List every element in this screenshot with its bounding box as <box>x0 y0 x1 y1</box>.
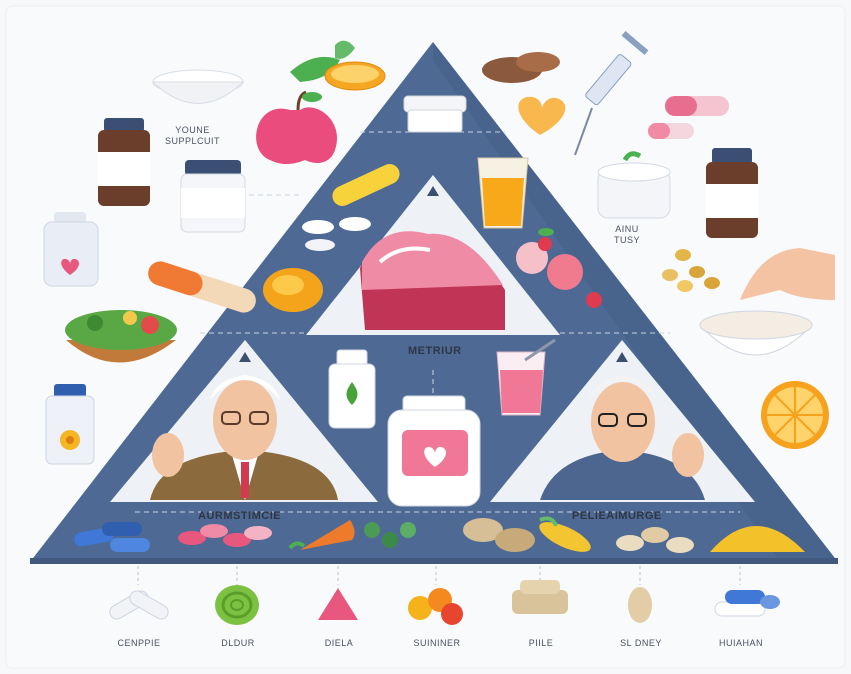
bottom-label: PIILE <box>528 638 554 648</box>
supplement-jar-icon <box>328 349 376 429</box>
grain-pile-icon <box>710 526 805 552</box>
pill-pile-icon <box>364 522 416 548</box>
bowl-icon <box>151 69 245 104</box>
apple-icon <box>516 228 602 308</box>
syringe-icon <box>574 31 649 156</box>
bottom-label: CENPPIE <box>117 638 161 648</box>
crackers-icon <box>512 580 568 614</box>
pyramid-base <box>30 558 838 564</box>
bottom-label: SUININER <box>413 638 461 648</box>
nuts-icon <box>616 527 694 553</box>
pink-triangle-icon <box>318 588 358 620</box>
nuts-icon <box>662 249 720 292</box>
carrot-icon <box>288 520 355 550</box>
apple-icon <box>256 90 337 165</box>
elderly-man-icon <box>540 376 705 500</box>
supplement-jar-icon <box>43 212 99 287</box>
mango-icon <box>263 268 323 312</box>
bottom-label: SL DNEY <box>620 638 662 648</box>
side-note: AINU TUSY <box>614 224 641 245</box>
pill-pile-icon <box>302 217 371 251</box>
juice-glass-icon <box>496 338 556 416</box>
supplement-jar-icon <box>597 151 671 219</box>
heart-icon <box>518 96 566 135</box>
marker-icon <box>239 352 251 362</box>
supplement-jar-icon <box>403 95 467 133</box>
meat-steak-icon <box>360 231 505 330</box>
marker-icon <box>427 186 439 196</box>
cookie-icon <box>482 52 560 83</box>
nuts-icon <box>463 518 535 552</box>
seed-icon <box>628 587 652 623</box>
section-title-left: AURMSTIMCIE <box>198 510 282 522</box>
marker-icon <box>616 352 628 362</box>
supplement-jar-icon <box>45 384 95 465</box>
section-title-right: PELIEAIMURGE <box>572 510 662 522</box>
supplement-jar-icon <box>98 118 150 206</box>
pill-pile-icon <box>109 590 169 620</box>
salad-bowl-icon <box>65 310 177 363</box>
bottom-label: DLDUR <box>221 638 255 648</box>
orange-slice-icon <box>290 40 386 91</box>
pill-pile-icon <box>714 590 780 617</box>
supplement-jar-icon <box>180 160 246 233</box>
corn-icon <box>539 516 591 552</box>
supplement-note: YOUNE SUPPLCUIT <box>165 125 221 146</box>
capsule-icon <box>148 261 256 313</box>
juice-glass-icon <box>477 157 529 229</box>
capsule-icon <box>332 164 400 206</box>
orange-slice-icon <box>761 381 829 449</box>
pill-pile-icon <box>178 524 272 547</box>
rice-bowl-icon <box>698 310 814 356</box>
supplement-jar-icon <box>706 148 758 238</box>
section-title-top: METRIUR <box>408 345 462 357</box>
pyramid-shade <box>433 42 838 562</box>
supplement-jar-icon <box>387 395 481 507</box>
pill-pile-icon <box>74 522 150 552</box>
capsule-icon <box>648 96 729 139</box>
bottom-label: HUIAHAN <box>718 638 764 648</box>
fruit-candy-icon <box>408 588 463 625</box>
spiral-candy-icon <box>215 585 259 625</box>
bottom-label: DIELA <box>324 638 354 648</box>
elderly-man-icon <box>150 375 338 500</box>
